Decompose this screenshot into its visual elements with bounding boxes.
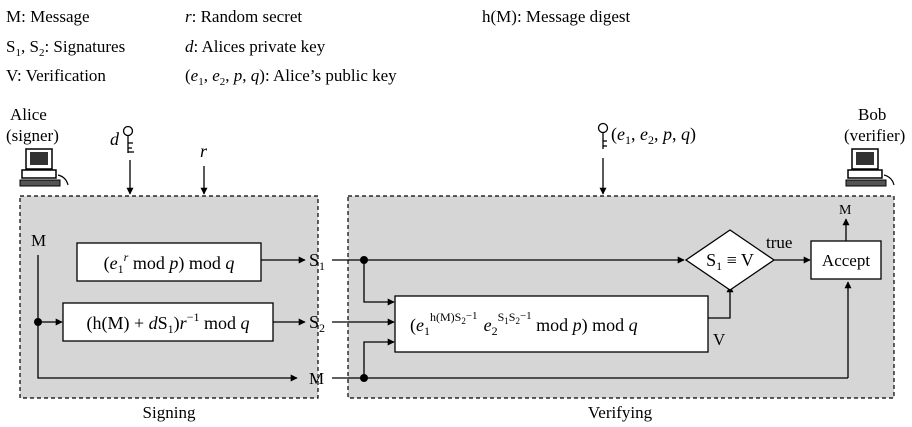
v-label: V — [713, 330, 726, 349]
legend-public-key: (e1, e2, p, q): Alice’s public key — [185, 66, 397, 88]
signing-panel — [19, 195, 319, 399]
legend-random-secret: r: Random secret — [185, 7, 302, 26]
verify-compute-box — [394, 295, 709, 353]
alice: Alice (signer) — [6, 105, 59, 145]
m-output-label: M — [839, 203, 852, 218]
random-secret-label: r — [200, 141, 208, 161]
bob-computer-icon — [845, 148, 895, 187]
accept-box — [810, 240, 882, 280]
message-input-label: M — [31, 231, 46, 250]
legend-verification: V: Verification — [6, 66, 106, 85]
legend: M: Message S1, S2: Signatures V: Verific… — [6, 7, 631, 88]
legend-message: M: Message — [6, 7, 90, 26]
private-key-label: d — [110, 129, 120, 149]
signing-box-s1-formula: (e1r mod p) mod q — [104, 250, 235, 276]
accept-label: Accept — [822, 251, 870, 270]
signing-box-s1 — [76, 242, 262, 282]
bob: Bob (verifier) — [844, 105, 905, 145]
legend-signatures: S1, S2: Signatures — [6, 37, 125, 59]
legend-private-key: d: Alices private key — [185, 37, 326, 56]
m-to-compute-arrow — [363, 338, 395, 378]
verifying-label: Verifying — [588, 403, 653, 422]
message-line — [37, 255, 298, 382]
private-key-icon — [122, 125, 134, 153]
s1-to-compute-arrow — [363, 260, 395, 306]
compare-diamond — [684, 229, 776, 291]
alice-role: (signer) — [6, 126, 59, 145]
signing-label: Signing — [143, 403, 196, 422]
public-key-label: (e1, e2, p, q) — [611, 124, 696, 147]
compare-label: S1 ≡ V — [706, 250, 754, 273]
true-label: true — [766, 233, 792, 252]
alice-computer-icon — [19, 148, 69, 187]
bob-name: Bob — [858, 105, 886, 124]
channel-m: M — [309, 369, 324, 388]
v-to-compare-arrow — [708, 285, 734, 319]
channel-s1: S1 — [309, 250, 325, 273]
channel-s2: S2 — [309, 312, 325, 335]
legend-digest: h(M): Message digest — [482, 7, 631, 26]
bob-role: (verifier) — [844, 126, 905, 145]
public-key-icon — [597, 122, 609, 149]
alice-name: Alice — [10, 105, 47, 124]
